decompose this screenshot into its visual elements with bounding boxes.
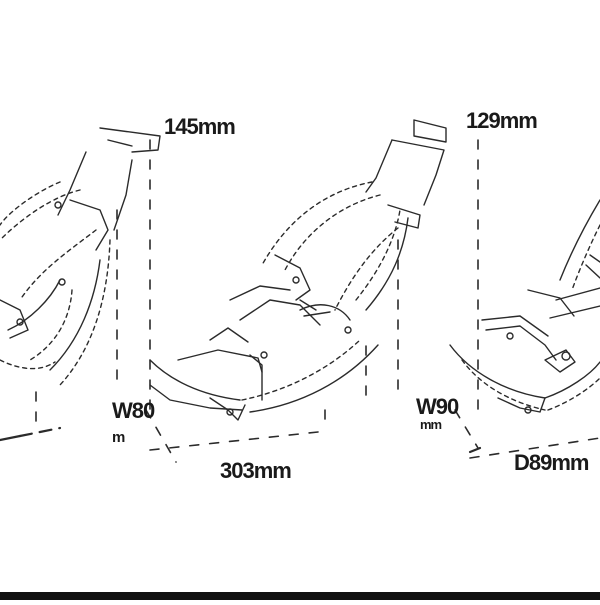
dimension-label-side-left-unit: m [112,429,125,446]
dimension-lines [35,139,600,463]
tool-left-view [0,127,161,442]
dimension-label-bottom-center: 303mm [220,458,292,483]
dimension-label-side-right-unit: mm [420,417,442,432]
dimension-label-side-right-value: W90 [416,394,459,419]
dimension-label-bottom-right: D89mm [514,450,589,475]
tool-right-view [449,199,600,414]
dimension-label-top-left: 145mm [164,114,236,139]
length-dim-line [149,431,319,451]
dimension-label-side-left-value: W80 [112,398,155,423]
tool-middle-view [149,119,447,421]
depth-dim-line-bottom [469,437,600,459]
footer-bar [0,592,600,600]
dimension-label-top-right: 129mm [466,108,538,133]
